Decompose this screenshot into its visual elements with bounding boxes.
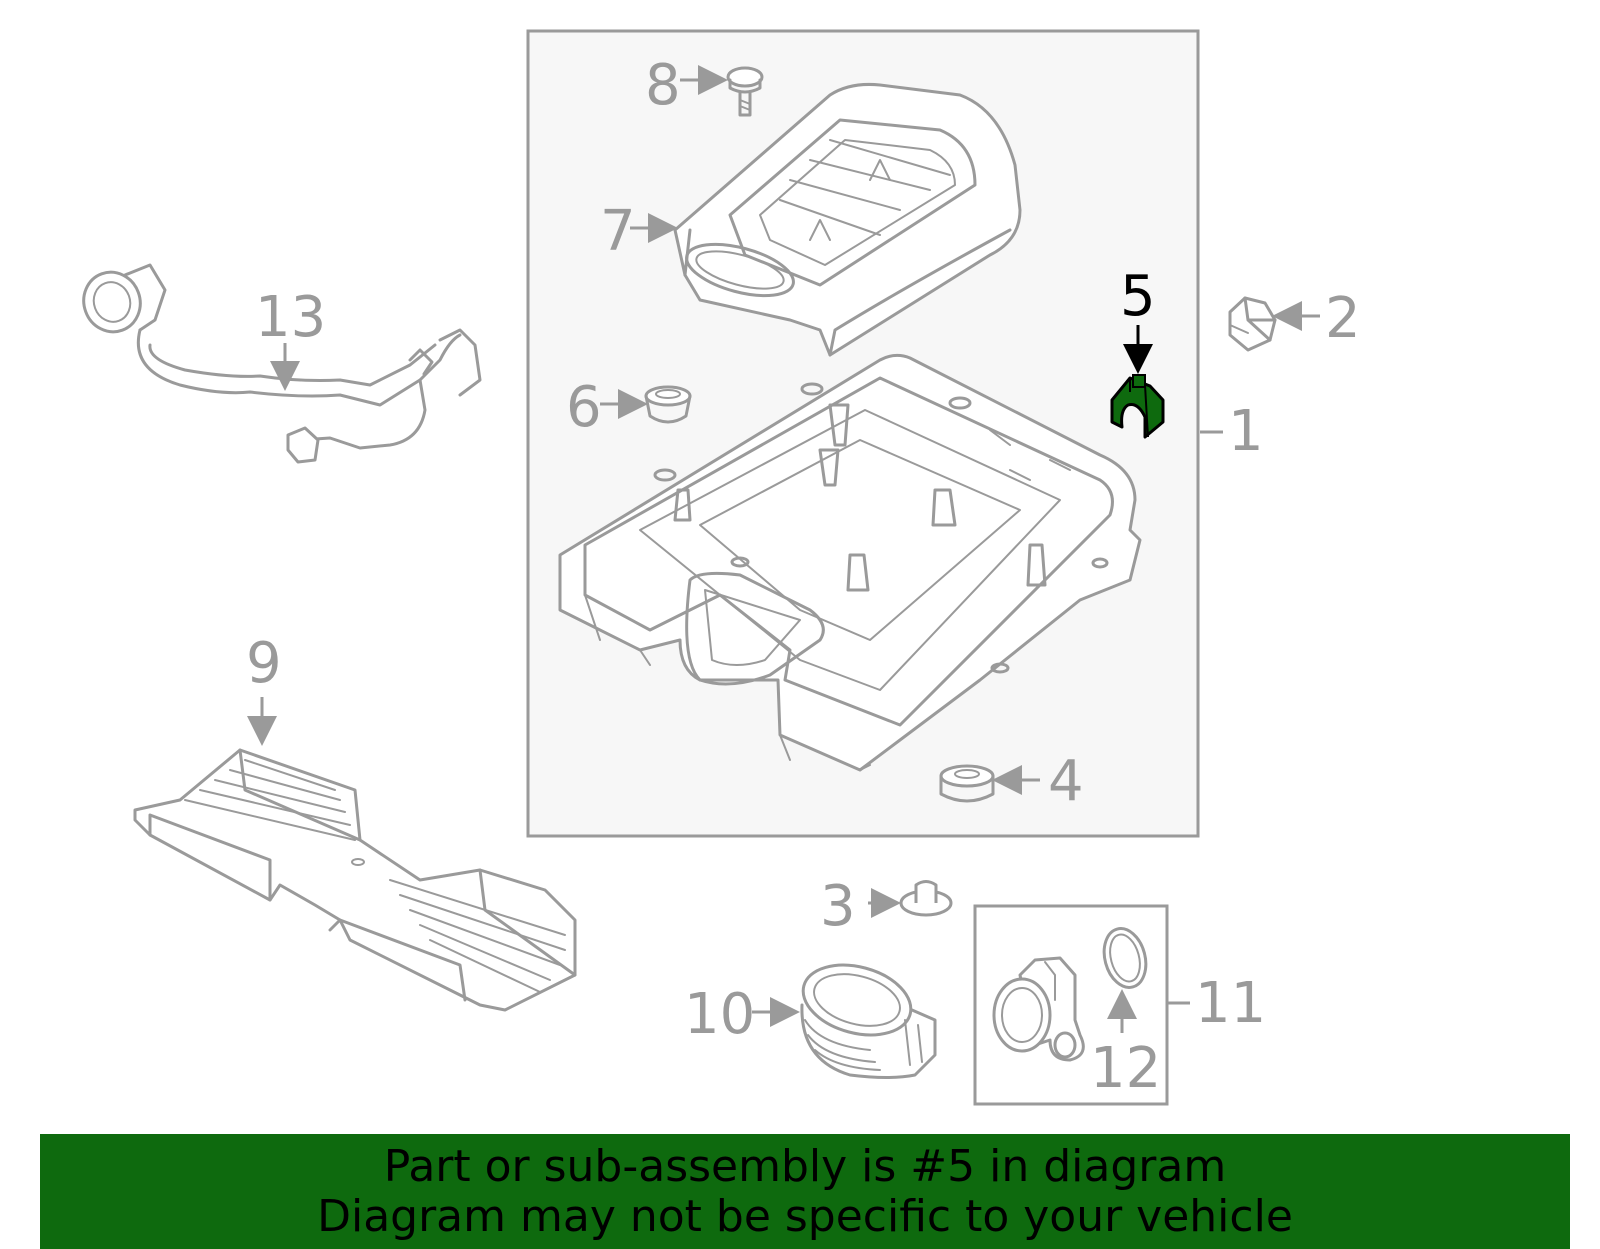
callout-2: 2 xyxy=(1325,286,1361,351)
callout-4: 4 xyxy=(1048,749,1084,814)
callout-arrows xyxy=(247,65,1320,1033)
part-12-oring[interactable] xyxy=(1098,924,1152,992)
part-1-airbox-housing[interactable] xyxy=(558,353,1142,772)
callout-7: 7 xyxy=(600,199,636,264)
part-13-hose-assembly[interactable] xyxy=(75,263,482,464)
callout-11: 11 xyxy=(1195,971,1266,1036)
part-9-duct[interactable] xyxy=(133,748,577,1012)
callout-5: 5 xyxy=(1120,264,1156,329)
part-10-hose[interactable] xyxy=(795,954,937,1079)
callout-12: 12 xyxy=(1090,1036,1161,1101)
info-banner: Part or sub-assembly is #5 in diagram Di… xyxy=(40,1134,1570,1249)
callout-1: 1 xyxy=(1228,399,1264,464)
callout-3: 3 xyxy=(820,874,856,939)
part-8-bolt[interactable] xyxy=(726,66,764,117)
part-7-airbox-cover[interactable] xyxy=(673,83,1022,357)
part-2-clip[interactable] xyxy=(1228,296,1277,352)
callout-6: 6 xyxy=(566,375,602,440)
part-6-grommet[interactable] xyxy=(644,385,692,424)
banner-line-1: Part or sub-assembly is #5 in diagram xyxy=(383,1141,1227,1192)
part-3-pin[interactable] xyxy=(899,880,953,917)
callout-10: 10 xyxy=(684,982,755,1047)
part-11-adapter[interactable] xyxy=(992,956,1085,1062)
callout-8: 8 xyxy=(645,53,681,118)
banner-line-2: Diagram may not be specific to your vehi… xyxy=(317,1191,1293,1242)
callout-13: 13 xyxy=(255,285,326,350)
part-5-clip[interactable] xyxy=(1110,374,1165,439)
callout-9: 9 xyxy=(246,631,282,696)
